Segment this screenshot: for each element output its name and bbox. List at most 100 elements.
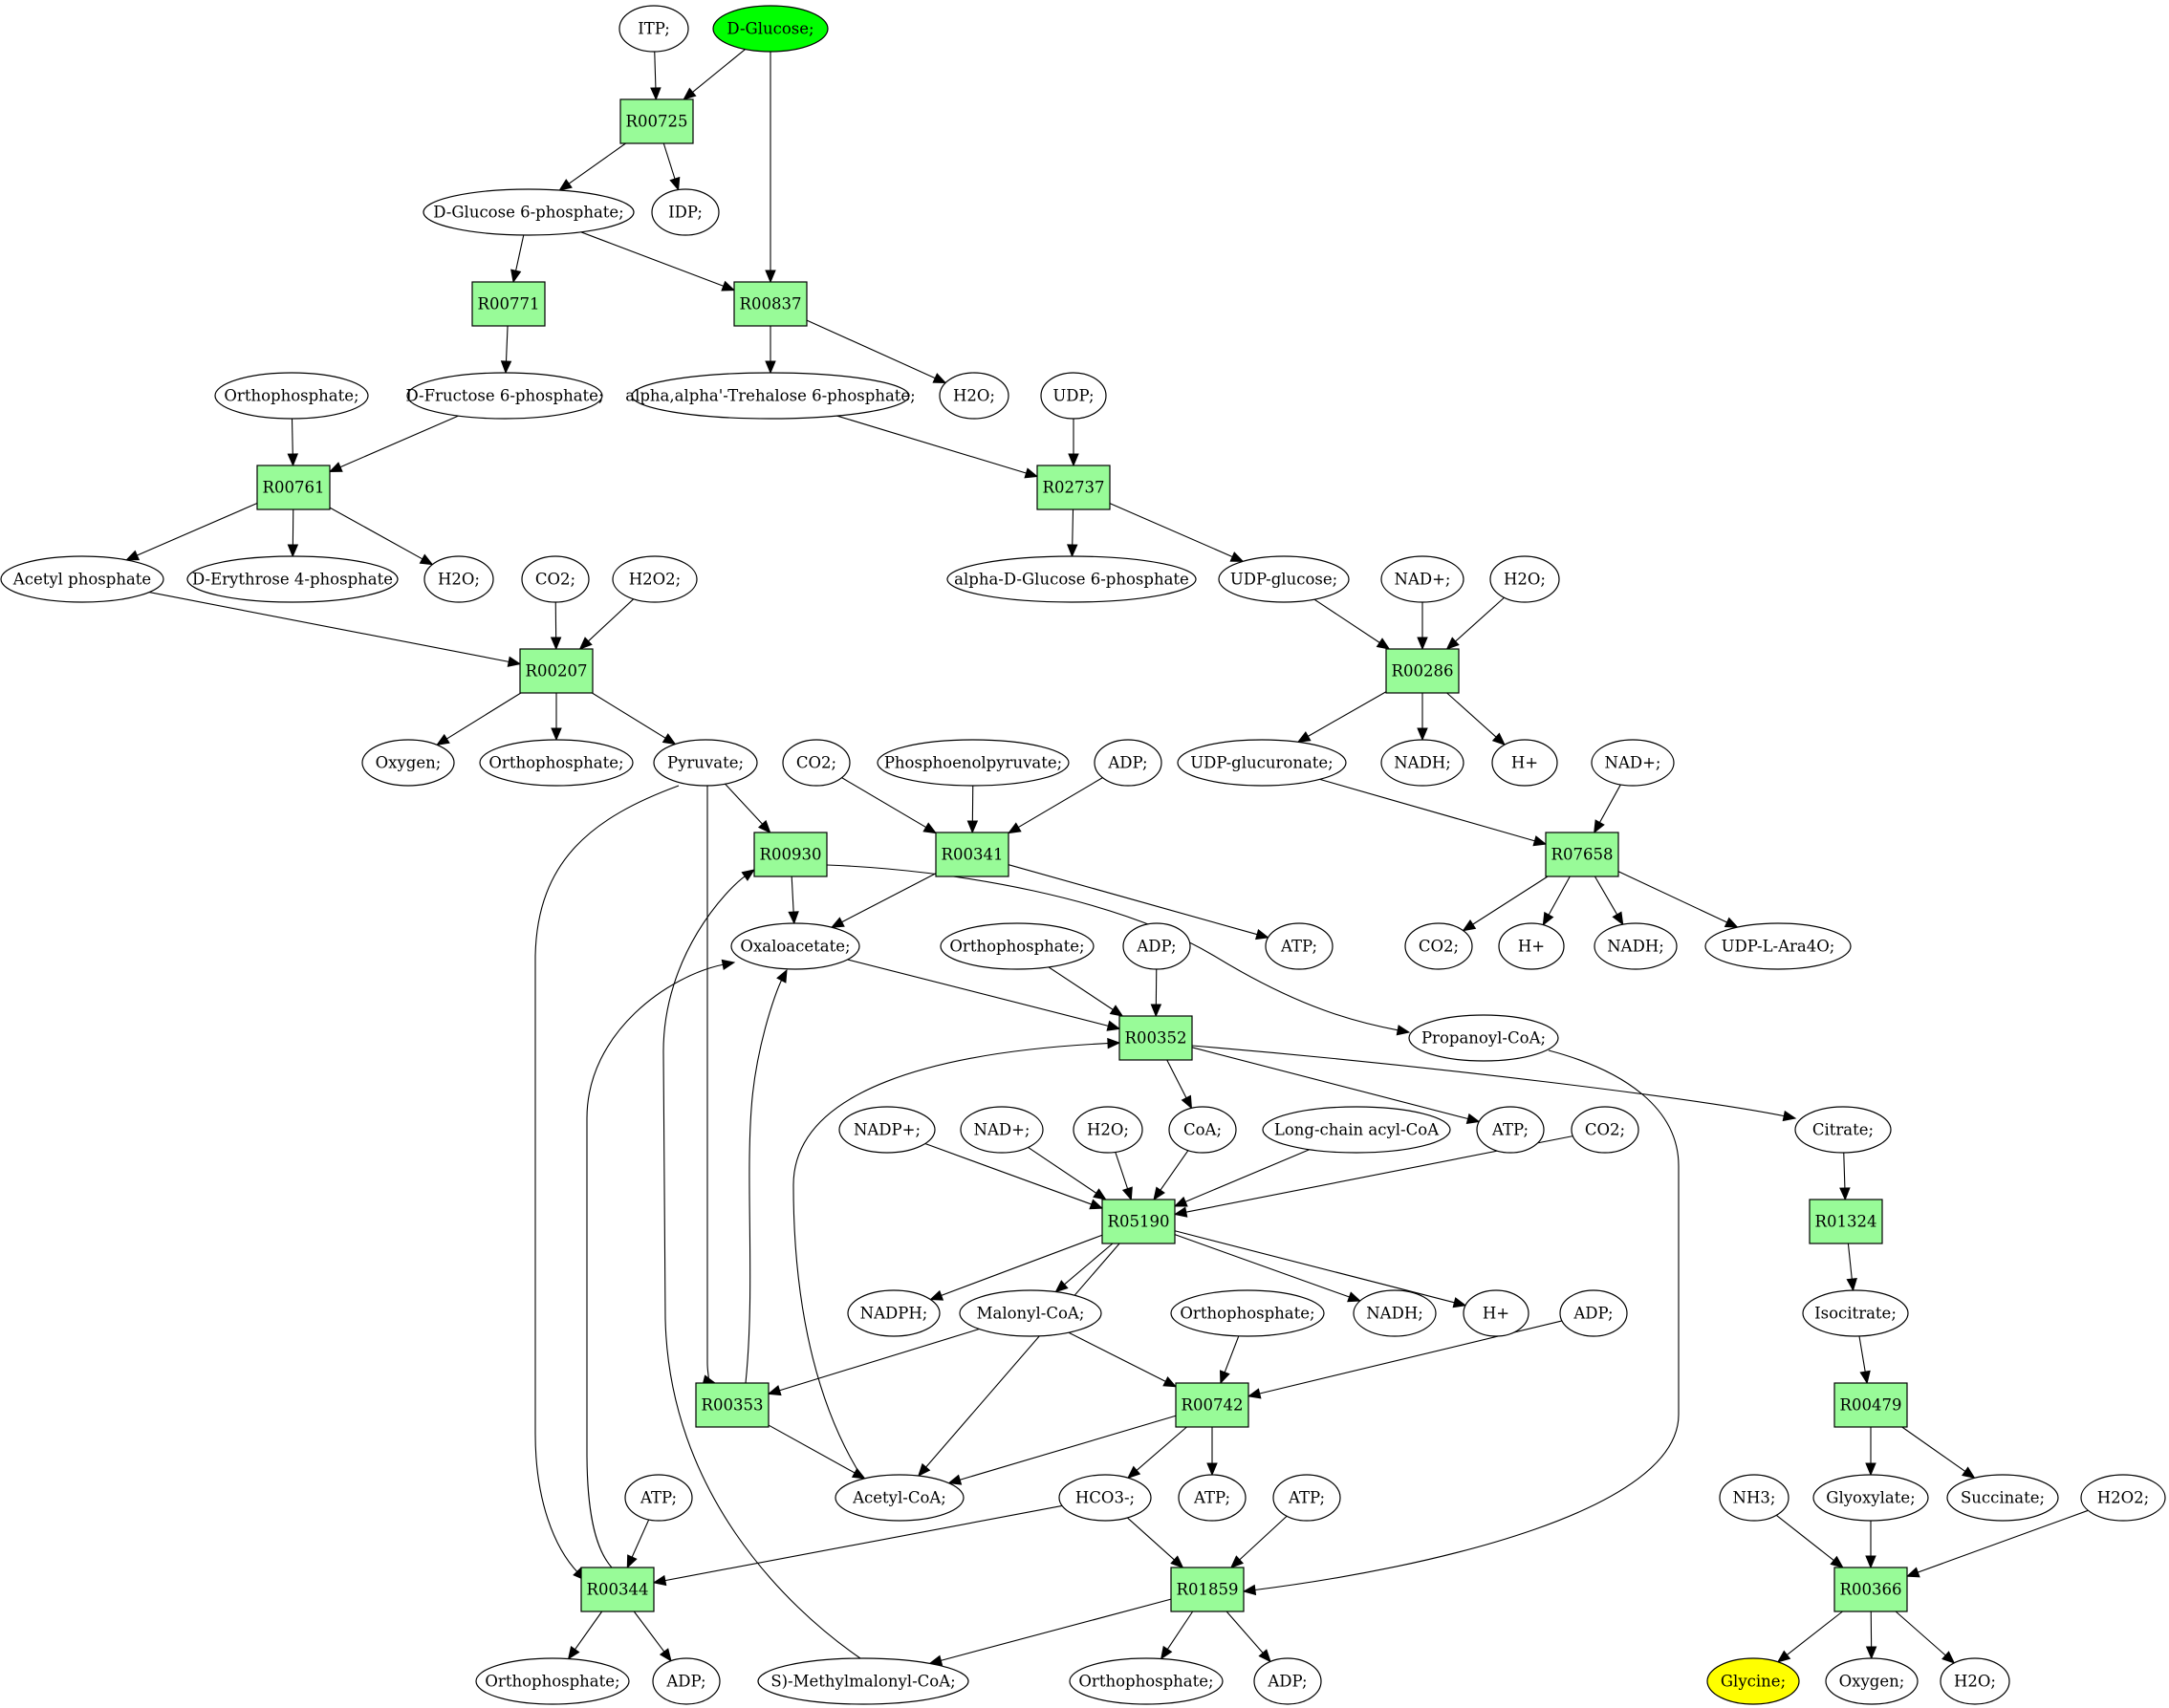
compound-ellipse <box>0 555 164 603</box>
node-label: R00344 <box>587 1581 649 1599</box>
edge-line <box>1598 784 1621 825</box>
compound-node-nadh_b[interactable]: NADH; <box>1594 922 1678 970</box>
reaction-node-r07658[interactable]: R07658 <box>1545 832 1619 877</box>
compound-node-pyruvate[interactable]: Pyruvate; <box>653 739 758 787</box>
reaction-node-r05190[interactable]: R05190 <box>1101 1199 1176 1244</box>
compound-node-nadplus_c[interactable]: NAD+; <box>960 1106 1044 1154</box>
compound-node-adp_c[interactable]: ADP; <box>1559 1289 1628 1337</box>
reaction-node-r00761[interactable]: R00761 <box>256 465 331 510</box>
compound-node-acetylp[interactable]: Acetyl phosphate <box>0 555 164 603</box>
reaction-node-r00837[interactable]: R00837 <box>733 281 808 327</box>
compound-node-isocitrate[interactable]: Isocitrate; <box>1802 1289 1909 1337</box>
compound-node-dglucose[interactable]: D-Glucose; <box>712 5 829 53</box>
compound-node-hco3[interactable]: HCO3-; <box>1058 1474 1152 1522</box>
compound-node-succinate[interactable]: Succinate; <box>1946 1474 2059 1522</box>
edge-r00761-to-h2o_b <box>329 507 434 566</box>
compound-node-oaa[interactable]: Oxaloacetate; <box>730 922 860 970</box>
compound-node-f6p[interactable]: D-Fructose 6-phosphate; <box>406 372 604 420</box>
reaction-node-r00353[interactable]: R00353 <box>695 1382 770 1428</box>
compound-node-h2o_c[interactable]: H2O; <box>1489 555 1560 603</box>
compound-ellipse <box>475 1657 630 1705</box>
compound-node-pep[interactable]: Phosphoenolpyruvate; <box>877 739 1070 787</box>
reaction-node-r00344[interactable]: R00344 <box>580 1567 655 1612</box>
compound-node-malcoa[interactable]: Malonyl-CoA; <box>959 1289 1102 1337</box>
compound-node-co2_c[interactable]: CO2; <box>1404 922 1473 970</box>
compound-node-udp[interactable]: UDP; <box>1040 372 1107 420</box>
compound-node-h2o2_a[interactable]: H2O2; <box>612 555 698 603</box>
compound-node-h2o_d[interactable]: H2O; <box>1073 1106 1143 1154</box>
edge-line <box>149 592 511 663</box>
compound-node-nh3[interactable]: NH3; <box>1719 1474 1789 1522</box>
reaction-node-r02737[interactable]: R02737 <box>1036 465 1111 510</box>
compound-node-adg6p[interactable]: alpha-D-Glucose 6-phosphate <box>946 555 1197 603</box>
reaction-node-r00341[interactable]: R00341 <box>935 832 1009 877</box>
compound-node-atp_a[interactable]: ATP; <box>1265 922 1334 970</box>
reaction-node-r00930[interactable]: R00930 <box>753 832 828 877</box>
compound-node-oxygen_b[interactable]: Oxygen; <box>1825 1657 1919 1705</box>
compound-node-nadpplus[interactable]: NADP+; <box>838 1106 936 1154</box>
reaction-node-r00771[interactable]: R00771 <box>471 281 546 327</box>
compound-node-idp[interactable]: IDP; <box>651 188 720 236</box>
reaction-node-r00207[interactable]: R00207 <box>519 648 594 694</box>
compound-node-nadph[interactable]: NADPH; <box>847 1289 941 1337</box>
reaction-node-r00286[interactable]: R00286 <box>1385 648 1460 694</box>
reaction-node-r01324[interactable]: R01324 <box>1809 1199 1883 1244</box>
compound-node-orthop1[interactable]: Orthophosphate; <box>214 372 369 420</box>
compound-node-orthop6[interactable]: Orthophosphate; <box>1069 1657 1224 1705</box>
reaction-node-r00352[interactable]: R00352 <box>1118 1015 1193 1061</box>
compound-ellipse <box>1591 739 1675 787</box>
compound-ellipse <box>612 555 698 603</box>
compound-node-coa[interactable]: CoA; <box>1168 1106 1237 1154</box>
compound-node-g6p[interactable]: D-Glucose 6-phosphate; <box>423 188 635 236</box>
compound-node-citrate[interactable]: Citrate; <box>1794 1106 1892 1154</box>
compound-node-itp[interactable]: ITP; <box>618 5 689 53</box>
compound-node-atp_c[interactable]: ATP; <box>1178 1474 1247 1522</box>
compound-node-lcacoa[interactable]: Long-chain acyl-CoA <box>1262 1106 1451 1154</box>
compound-ellipse <box>214 372 369 420</box>
compound-node-glyoxylate[interactable]: Glyoxylate; <box>1812 1474 1929 1522</box>
compound-node-nadp_a[interactable]: NAD+; <box>1380 555 1464 603</box>
compound-node-adp_a[interactable]: ADP; <box>1094 739 1162 787</box>
reaction-node-r00725[interactable]: R00725 <box>619 98 694 144</box>
compound-node-co2_b[interactable]: CO2; <box>782 739 851 787</box>
reaction-node-r00742[interactable]: R00742 <box>1175 1382 1249 1428</box>
compound-node-co2_d[interactable]: CO2; <box>1571 1106 1639 1154</box>
reaction-node-r00479[interactable]: R00479 <box>1833 1382 1908 1428</box>
compound-node-hplus_b[interactable]: H+ <box>1498 922 1565 970</box>
compound-node-udpglucose[interactable]: UDP-glucose; <box>1218 555 1350 603</box>
compound-node-acetylcoa[interactable]: Acetyl-CoA; <box>835 1474 965 1522</box>
reaction-node-r01859[interactable]: R01859 <box>1170 1567 1245 1612</box>
node-label: R00366 <box>1840 1581 1902 1599</box>
compound-node-adp_e[interactable]: ADP; <box>1253 1657 1322 1705</box>
compound-node-trehalose6p[interactable]: alpha,alpha'-Trehalose 6-phosphate; <box>625 372 916 420</box>
compound-node-hplus_a[interactable]: H+ <box>1491 739 1558 787</box>
compound-node-glycine[interactable]: Glycine; <box>1706 1657 1800 1705</box>
compound-node-e4p[interactable]: D-Erythrose 4-phosphate <box>186 555 399 603</box>
compound-node-hplus_c[interactable]: H+ <box>1463 1289 1529 1337</box>
compound-node-orthop5[interactable]: Orthophosphate; <box>475 1657 630 1705</box>
reaction-node-r00366[interactable]: R00366 <box>1833 1567 1908 1612</box>
compound-node-smmcoa[interactable]: S)-Methylmalonyl-CoA; <box>757 1657 969 1705</box>
compound-ellipse <box>1177 739 1347 787</box>
compound-node-udpara[interactable]: UDP-L-Ara4O; <box>1704 922 1852 970</box>
compound-node-nadp_b[interactable]: NAD+; <box>1591 739 1675 787</box>
compound-node-h2o_e[interactable]: H2O; <box>1940 1657 2010 1705</box>
compound-node-atp_b[interactable]: ATP; <box>1476 1106 1545 1154</box>
compound-node-atp_d[interactable]: ATP; <box>624 1474 693 1522</box>
compound-node-oxygen_a[interactable]: Oxygen; <box>361 739 455 787</box>
compound-node-nadh_a[interactable]: NADH; <box>1380 739 1464 787</box>
compound-node-h2o_a[interactable]: H2O; <box>939 372 1009 420</box>
compound-node-orthop4[interactable]: Orthophosphate; <box>1170 1289 1325 1337</box>
compound-node-adp_d[interactable]: ADP; <box>652 1657 721 1705</box>
compound-node-atp_e[interactable]: ATP; <box>1272 1474 1341 1522</box>
node-label: NADH; <box>1394 754 1451 772</box>
compound-node-adp_b[interactable]: ADP; <box>1122 922 1191 970</box>
compound-node-nadh_c[interactable]: NADH; <box>1353 1289 1437 1337</box>
compound-node-propcoa[interactable]: Propanoyl-CoA; <box>1408 1014 1559 1062</box>
compound-node-orthop2[interactable]: Orthophosphate; <box>479 739 634 787</box>
compound-node-udpgluc[interactable]: UDP-glucuronate; <box>1177 739 1347 787</box>
compound-node-h2o_b[interactable]: H2O; <box>423 555 494 603</box>
compound-node-co2_a[interactable]: CO2; <box>521 555 590 603</box>
compound-node-h2o2_b[interactable]: H2O2; <box>2080 1474 2166 1522</box>
compound-node-orthop3[interactable]: Orthophosphate; <box>940 922 1095 970</box>
